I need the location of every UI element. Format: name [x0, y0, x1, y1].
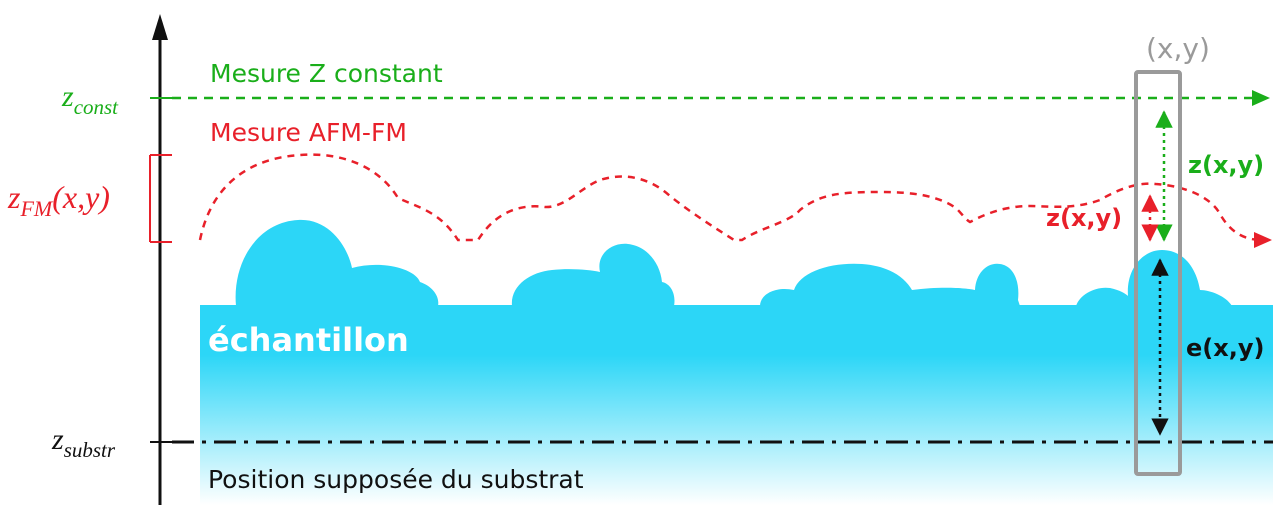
- z-substr-main: z: [51, 423, 64, 456]
- mesure-afm-fm-label: Mesure AFM-FM: [210, 118, 407, 147]
- e-black-label: e(x,y): [1186, 334, 1264, 362]
- probe-position-label: (x,y): [1146, 32, 1210, 65]
- z-red-label: z(x,y): [1046, 204, 1122, 232]
- z-fm-main: z: [7, 179, 21, 215]
- sample-bumps: [200, 219, 1273, 320]
- sample: [200, 219, 1273, 505]
- z-substr-label: zsubstr: [51, 423, 116, 462]
- z-const-label: zconst: [61, 80, 119, 119]
- z-const-arrowhead: [1252, 90, 1270, 106]
- afm-fm-arrowhead: [1254, 232, 1272, 248]
- z-fm-args: (x,y): [52, 179, 110, 215]
- vertical-axis-arrowhead: [152, 14, 168, 40]
- z-substr-subscript: substr: [64, 438, 116, 462]
- substrate-position-label: Position supposée du substrat: [208, 465, 584, 494]
- probe-column-box: [1134, 70, 1182, 476]
- z-fm-label: zFM(x,y): [7, 179, 110, 221]
- z-const-main: z: [61, 80, 74, 113]
- z-green-label: z(x,y): [1188, 151, 1264, 179]
- echantillon-label: échantillon: [208, 321, 409, 359]
- mesure-z-constant-label: Mesure Z constant: [210, 59, 443, 88]
- z-fm-subscript: FM: [19, 196, 53, 221]
- z-const-subscript: const: [74, 95, 119, 119]
- afm-fm-dashed-curve: [198, 153, 1263, 242]
- sample-body: [200, 305, 1273, 505]
